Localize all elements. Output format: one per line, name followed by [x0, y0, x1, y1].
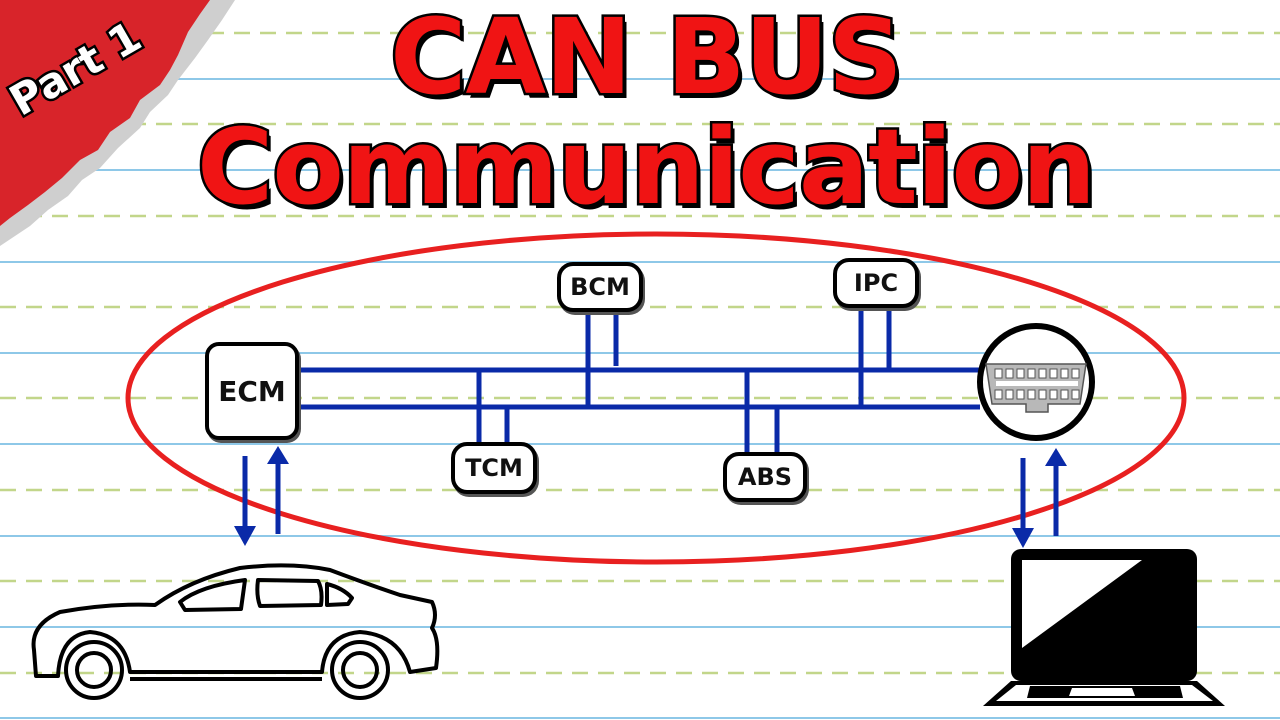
- network-boundary-ellipse: [125, 231, 1187, 565]
- title-line-1: CAN BUS: [388, 0, 906, 118]
- module-tcm: TCM: [451, 442, 537, 494]
- module-ecm: ECM: [205, 342, 299, 440]
- module-bcm: BCM: [557, 262, 643, 312]
- obd-connector-icon: [977, 323, 1095, 441]
- title-line-2: Communication: [195, 106, 1099, 228]
- ecm-car-arrows: [234, 446, 289, 546]
- torn-paper-corner: [0, 0, 235, 246]
- module-abs: ABS: [723, 452, 807, 502]
- car-icon: [31, 563, 440, 700]
- module-ipc: IPC: [833, 258, 919, 308]
- laptop-icon: [983, 549, 1225, 706]
- can-bus-wires: [299, 310, 980, 452]
- obd-laptop-arrows: [1012, 448, 1067, 548]
